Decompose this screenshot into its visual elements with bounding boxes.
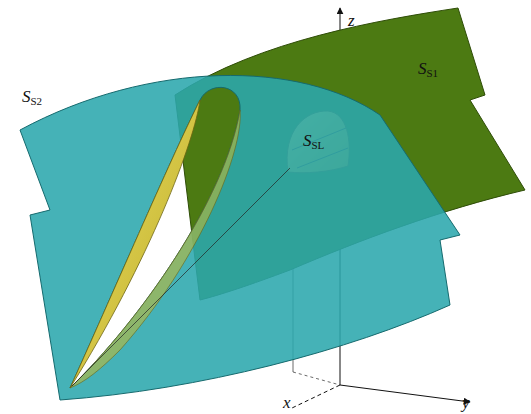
blade-surface [70,110,240,388]
axis-label: y [462,394,470,411]
y-axis [340,385,470,402]
guide-line [293,372,340,385]
surface-label: SSL [303,132,324,151]
blade-surface [70,100,200,388]
surface-label: SS1 [418,60,438,79]
x-axis [292,385,340,408]
axis-label: z [348,12,355,29]
s2-surface [20,75,460,400]
axis-label: x [283,394,291,411]
surface-label: SS2 [22,88,42,107]
blade-line [72,168,290,386]
